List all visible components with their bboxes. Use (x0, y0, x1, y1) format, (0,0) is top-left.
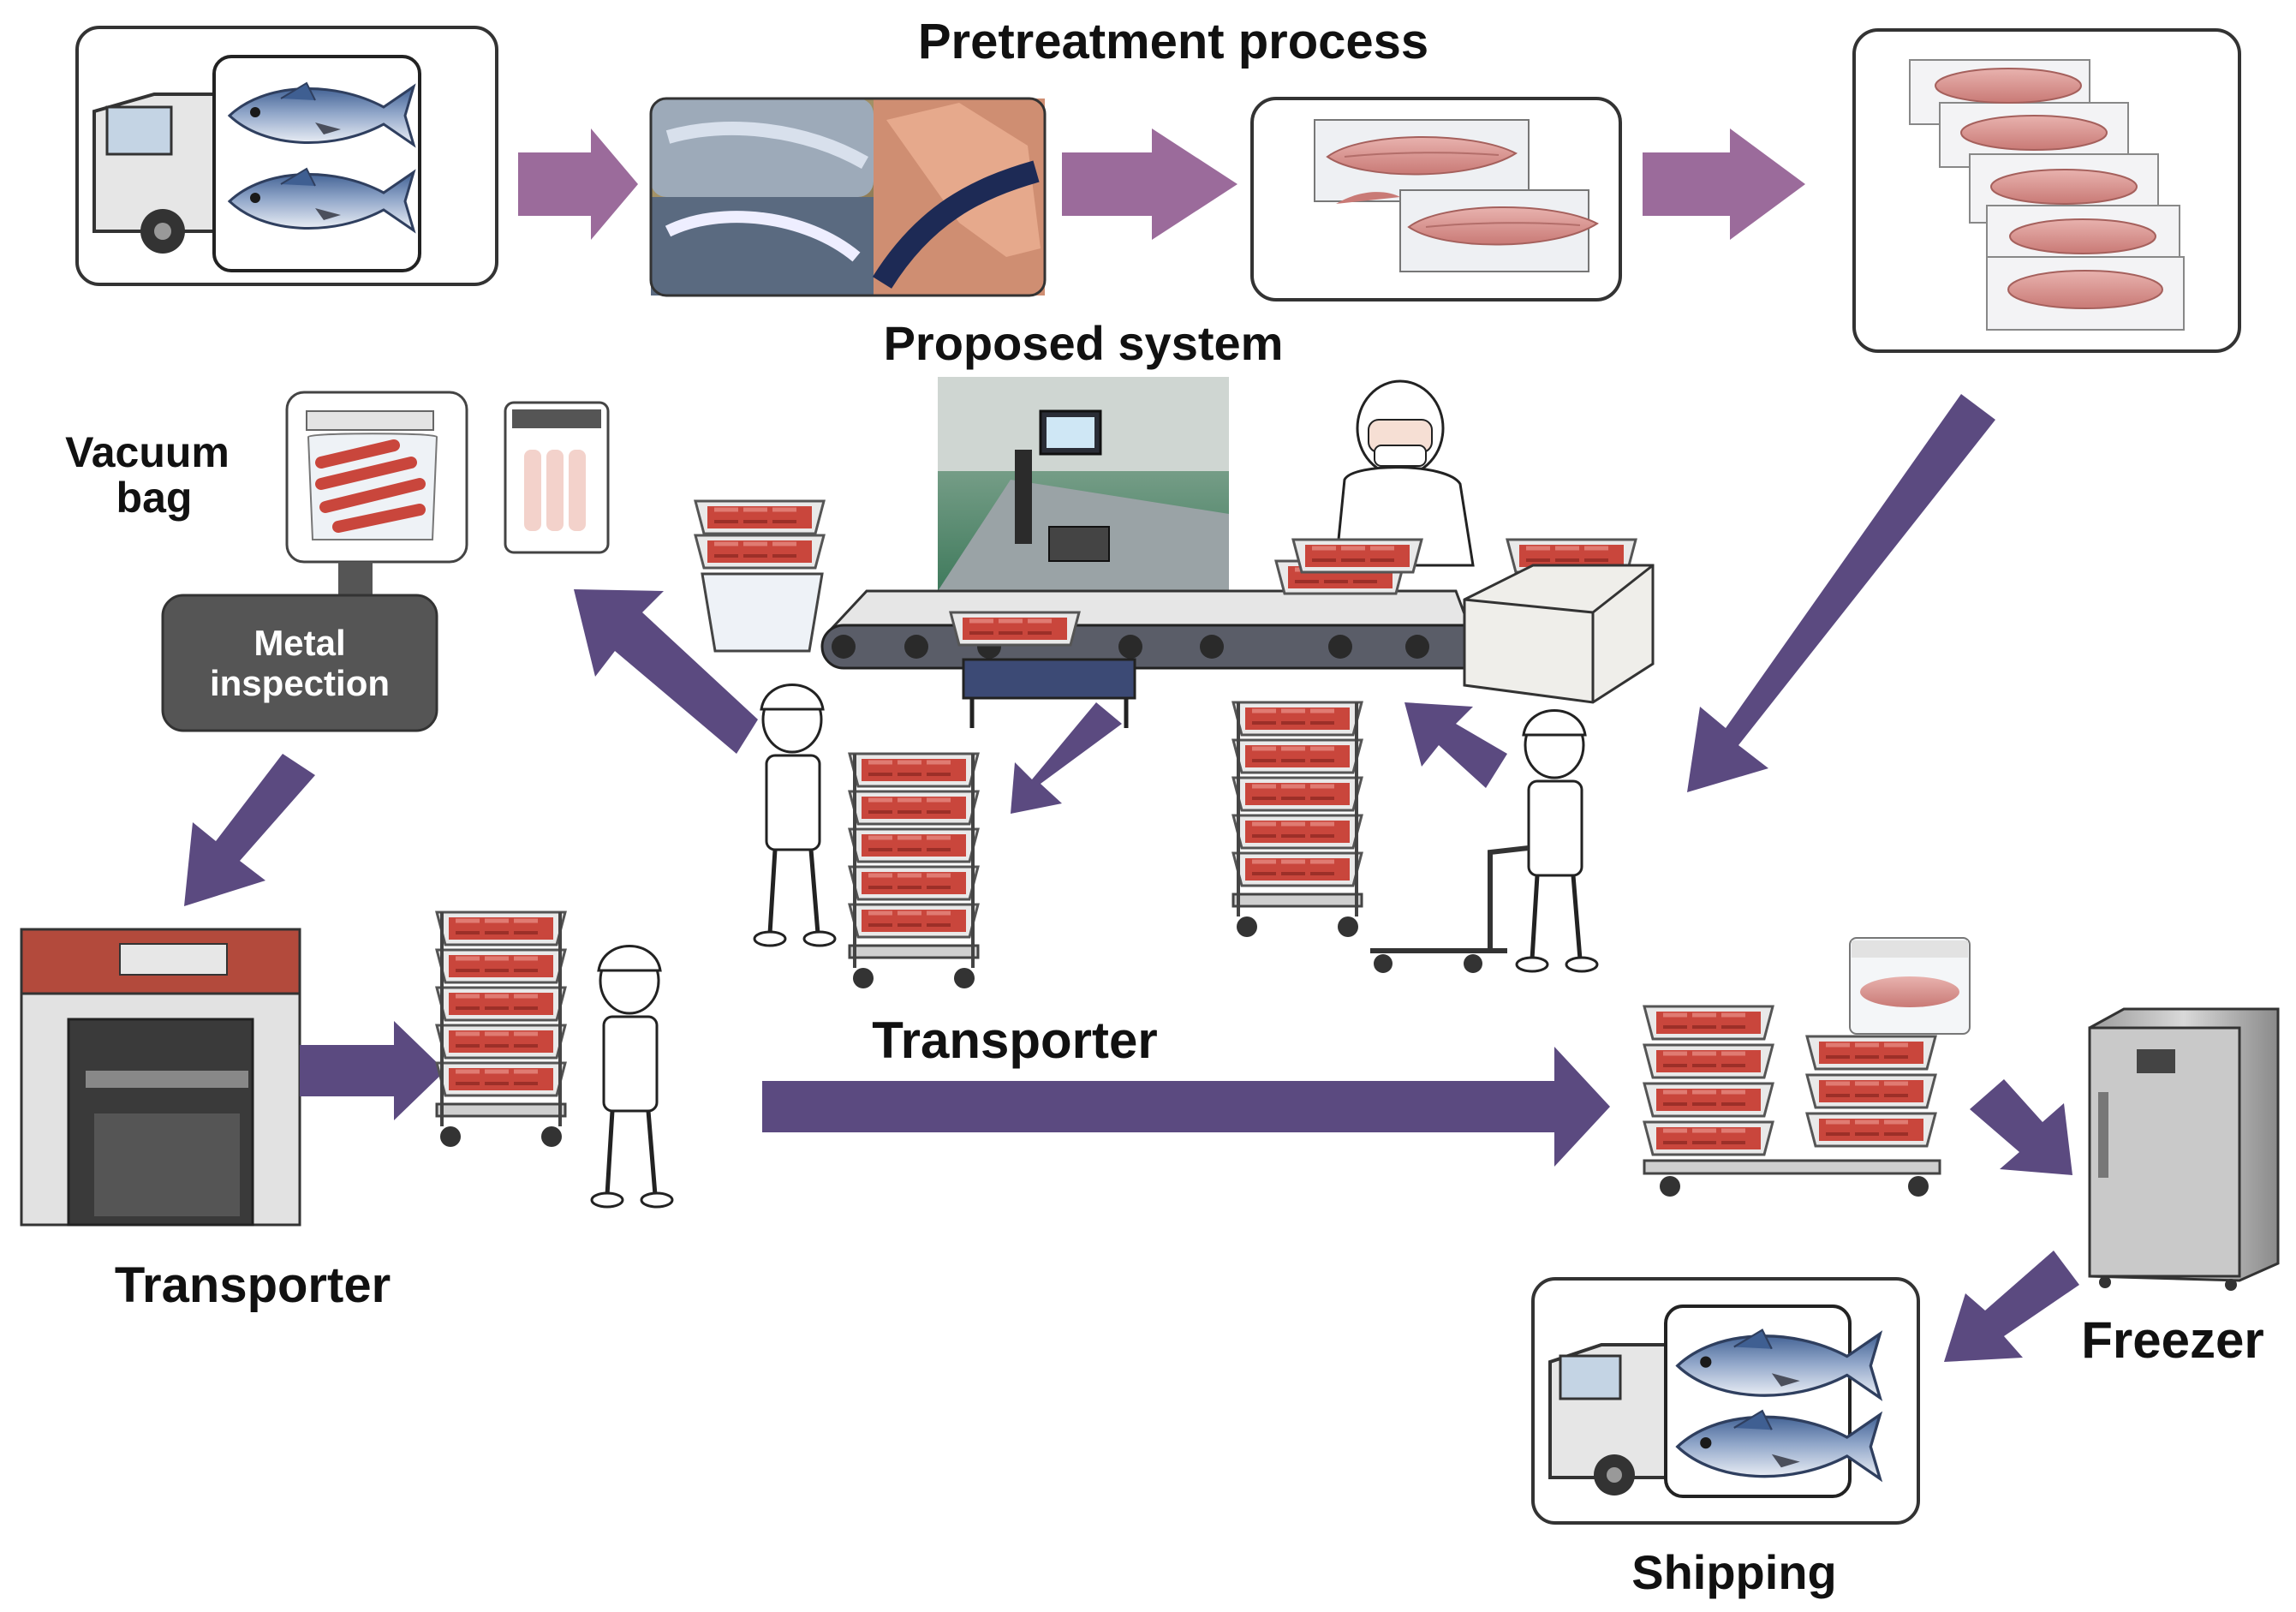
transporter-label-left: Transporter (115, 1257, 391, 1313)
flow-arrow (574, 589, 758, 754)
tray-icon (1293, 540, 1422, 572)
flow-arrow (1062, 128, 1237, 240)
conveyor-icon (820, 589, 1492, 728)
flow-arrow (762, 1047, 1610, 1167)
shipping-truck-panel (1531, 1277, 1920, 1525)
proposed-system-label: Proposed system (884, 316, 1284, 370)
flow-arrow (1970, 1079, 2072, 1175)
flow-arrow (1643, 128, 1805, 240)
tray-cart-icon (1233, 702, 1362, 937)
freezer-label: Freezer (2081, 1311, 2263, 1369)
flow-arrow (1687, 394, 1995, 792)
truck-icon (92, 93, 216, 254)
flow-arrow (184, 754, 315, 906)
vacuum-bag-label: Vacuum (65, 428, 230, 476)
tray-cart-icon (850, 754, 978, 988)
stacked-fillets-panel (1852, 28, 2241, 353)
vacuum-bag-label: bag (116, 474, 193, 522)
flow-arrow (1404, 702, 1507, 788)
vacuum-sealer-icon (1463, 540, 1655, 704)
worker-icon (1334, 379, 1475, 567)
metal-inspection-box: Metal inspection (161, 562, 438, 732)
vacuum-bag-icon (285, 391, 610, 564)
tray-icon (951, 612, 1079, 645)
worker-icon (754, 685, 835, 946)
flow-arrow (518, 128, 638, 240)
pretreatment-photo (649, 97, 1047, 297)
fillet-panel (1250, 97, 1622, 302)
freezer-icon (2088, 1007, 2280, 1291)
svg-text:Metal: Metal (253, 623, 345, 663)
svg-text:inspection: inspection (210, 663, 390, 703)
flow-arrow (1011, 702, 1122, 814)
worker-icon (1370, 711, 1597, 974)
incoming-truck-panel (75, 26, 498, 286)
transporter-label-middle: Transporter (872, 1012, 1157, 1069)
flow-arrow (1944, 1251, 2079, 1362)
shipping-label: Shipping (1631, 1545, 1837, 1599)
proposed-system-photo (938, 377, 1229, 591)
tray-cart-icon (1644, 937, 1971, 1197)
pretreatment-label: Pretreatment process (918, 14, 1428, 69)
worker-icon (592, 946, 672, 1208)
tray-cart-icon (437, 912, 565, 1147)
metal-detector-icon (20, 928, 301, 1227)
tray-bin-icon (695, 501, 824, 653)
flow-arrow (300, 1021, 445, 1120)
truck-icon (1548, 1343, 1667, 1496)
